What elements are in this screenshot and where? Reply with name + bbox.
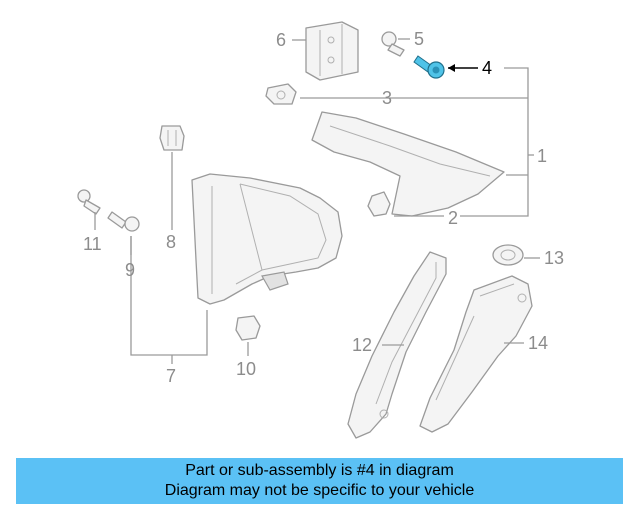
callout-9: 9	[125, 260, 135, 280]
callout-12: 12	[352, 335, 372, 355]
part-3-clip[interactable]	[265, 83, 297, 105]
callout-6: 6	[276, 30, 286, 50]
leader-lines	[94, 38, 540, 364]
banner-line-1: Part or sub-assembly is #4 in diagram	[185, 462, 454, 479]
callout-11: 11	[83, 234, 102, 254]
callout-1: 1	[537, 146, 547, 166]
part-10-clip[interactable]	[235, 315, 261, 341]
callout-10: 10	[236, 359, 256, 379]
part-5-clip[interactable]	[381, 31, 405, 57]
parts-diagram: 1 2 3 4 5 6 7 8 9 10 11 12 13 14	[77, 21, 564, 439]
callout-8: 8	[166, 232, 176, 252]
callout-5: 5	[414, 29, 424, 49]
info-banner: Part or sub-assembly is #4 in diagram Di…	[16, 458, 623, 504]
callout-14: 14	[528, 333, 548, 353]
callout-4: 4	[482, 58, 492, 78]
part-4-screw[interactable]	[413, 55, 445, 79]
part-8-clip[interactable]	[159, 125, 185, 151]
part-2-clip[interactable]	[367, 191, 391, 217]
callout-labels: 1 2 3 4 5 6 7 8 9 10 11 12 13 14	[83, 29, 564, 386]
part-11-pin[interactable]	[77, 189, 101, 215]
part-9-screw[interactable]	[107, 211, 140, 232]
callout-7: 7	[166, 366, 176, 386]
part-6-bracket[interactable]	[305, 21, 359, 81]
part-13-grommet[interactable]	[492, 244, 524, 266]
callout-2: 2	[448, 208, 458, 228]
callout-13: 13	[544, 248, 564, 268]
callout-3: 3	[382, 88, 392, 108]
banner-line-2: Diagram may not be specific to your vehi…	[164, 482, 475, 499]
part-14-pillar-trim[interactable]	[419, 275, 533, 433]
part-7-quarter-panel[interactable]	[191, 173, 343, 305]
part-1-trim-panel[interactable]	[311, 111, 505, 217]
